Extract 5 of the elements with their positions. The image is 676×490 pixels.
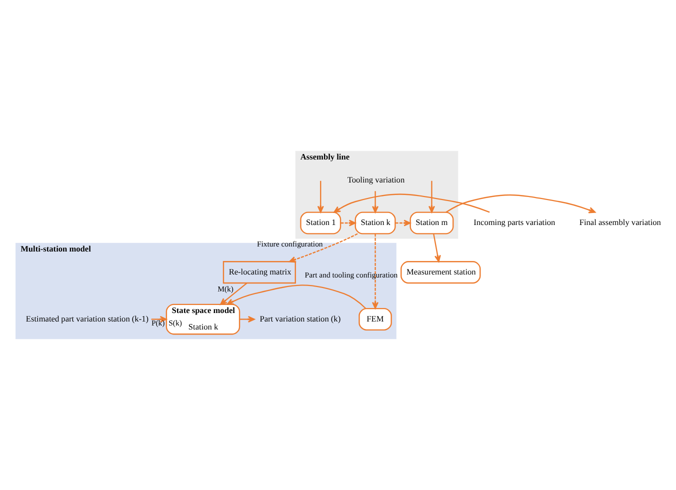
node-text: Part variation station (k) [260, 314, 341, 324]
node-text: Estimated part variation station (k-1) [26, 314, 149, 324]
node-text: Final assembly variation [579, 218, 661, 228]
node-text: Incoming parts variation [474, 218, 556, 228]
node-text: Tooling variation [347, 175, 405, 184]
